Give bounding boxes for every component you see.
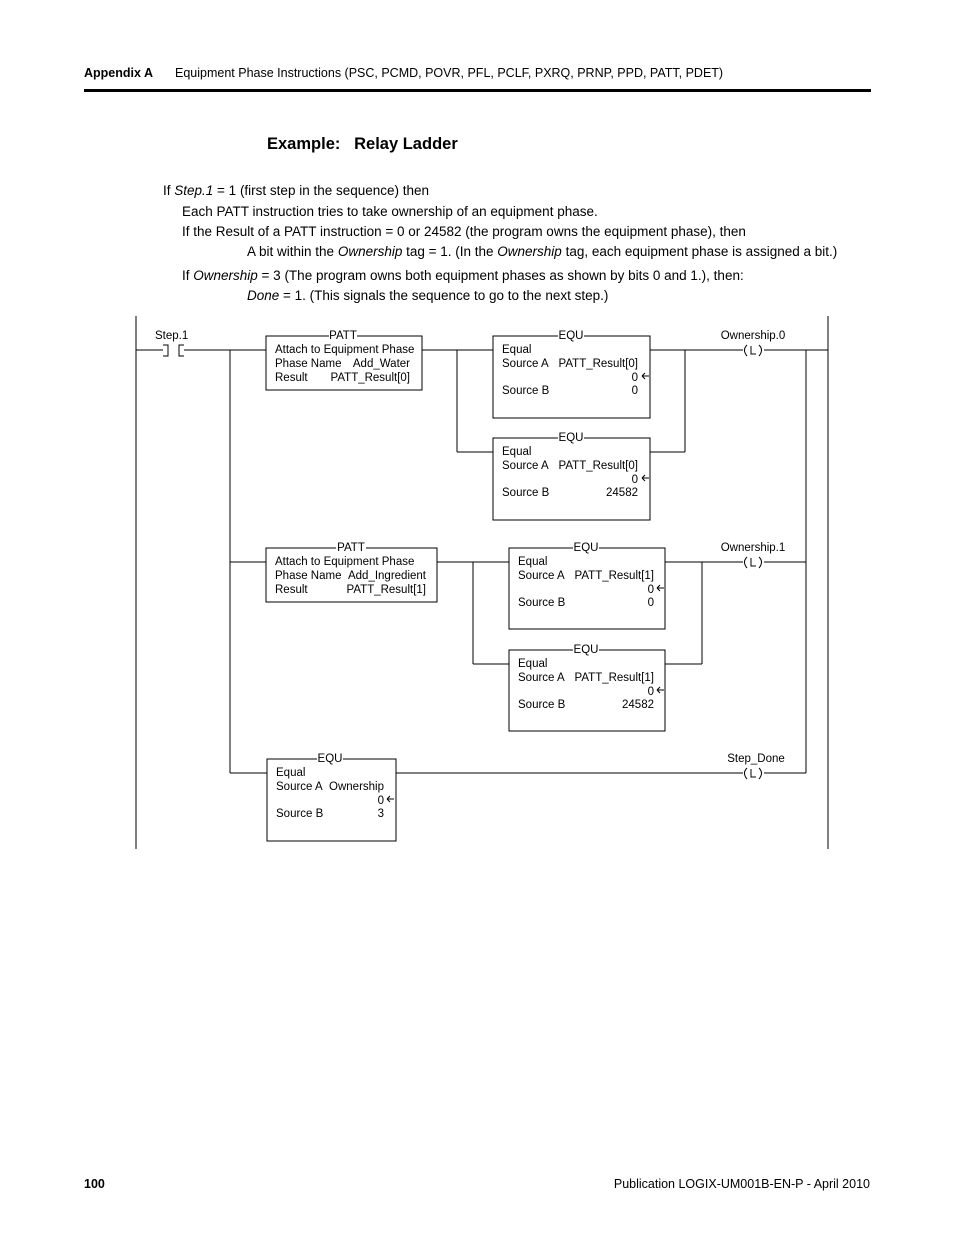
coil-ownership1: Ownership.1	[721, 542, 786, 569]
equ-srcA-label: Source A	[502, 460, 549, 472]
latch-l-icon	[750, 769, 756, 778]
patt-result-label: Result	[275, 584, 308, 596]
patt-result-value: PATT_Result[0]	[331, 372, 410, 384]
equ-desc: Equal	[518, 658, 547, 670]
value-arrow-icon	[641, 372, 649, 380]
equ-srcA-label: Source A	[518, 570, 565, 582]
coil-tag: Ownership.1	[721, 542, 786, 554]
equ-srcA-label: Source A	[276, 781, 323, 793]
coil-step-done: Step_Done	[727, 753, 785, 780]
value-arrow-icon	[656, 686, 664, 694]
value-arrow-icon	[641, 474, 649, 482]
patt-result-value: PATT_Result[1]	[347, 584, 426, 596]
equ-srcA-value: 0	[632, 372, 638, 384]
latch-l-icon	[750, 346, 756, 355]
description-line-2: Each PATT instruction tries to take owne…	[182, 204, 598, 219]
value-arrow-icon	[656, 584, 664, 592]
equ-srcB-value: 0	[632, 385, 638, 397]
equ-srcA-tag: PATT_Result[1]	[575, 672, 654, 684]
publication-info: Publication LOGIX-UM001B-EN-P - April 20…	[613, 1177, 870, 1191]
patt-desc: Attach to Equipment Phase	[275, 344, 414, 356]
equ-desc: Equal	[518, 556, 547, 568]
patt-block-2: PATT Attach to Equipment Phase Phase Nam…	[265, 542, 438, 603]
equ-desc: Equal	[502, 344, 531, 356]
equ-block-1: EQU Equal Source A PATT_Result[0] 0 Sour…	[492, 330, 651, 419]
description-line-3: If the Result of a PATT instruction = 0 …	[182, 224, 746, 239]
equ-srcA-tag: Ownership	[329, 781, 384, 793]
patt-phase-value: Add_Water	[353, 358, 410, 370]
patt-type: PATT	[329, 330, 357, 342]
equ-type: EQU	[574, 542, 599, 554]
equ-desc: Equal	[502, 446, 531, 458]
equ-srcA-label: Source A	[518, 672, 565, 684]
equ-srcA-tag: PATT_Result[1]	[575, 570, 654, 582]
equ-type: EQU	[559, 330, 584, 342]
equ-type: EQU	[559, 432, 584, 444]
equ-desc: Equal	[276, 767, 305, 779]
equ-srcB-value: 24582	[622, 699, 654, 711]
equ-srcB-value: 24582	[606, 487, 638, 499]
patt-block-1: PATT Attach to Equipment Phase Phase Nam…	[265, 330, 423, 391]
equ-srcA-tag: PATT_Result[0]	[559, 460, 638, 472]
equ-srcB-label: Source B	[518, 597, 566, 609]
patt-result-label: Result	[275, 372, 308, 384]
equ-srcA-value: 0	[378, 795, 384, 807]
equ-srcB-label: Source B	[502, 385, 550, 397]
equ-srcB-value: 3	[378, 808, 384, 820]
description-line-4: A bit within the Ownership tag = 1. (In …	[247, 244, 838, 259]
equ-srcB-value: 0	[648, 597, 654, 609]
equ-srcA-tag: PATT_Result[0]	[559, 358, 638, 370]
contact-tag: Step.1	[155, 330, 188, 342]
latch-l-icon	[750, 558, 756, 567]
equ-srcA-value: 0	[648, 584, 654, 596]
equ-block-5: EQU Equal Source A Ownership 0 Source B …	[266, 753, 397, 842]
equ-block-4: EQU Equal Source A PATT_Result[1] 0 Sour…	[508, 644, 666, 732]
coil-tag: Step_Done	[727, 753, 785, 765]
equ-srcA-value: 0	[648, 686, 654, 698]
description-line-6: Done = 1. (This signals the sequence to …	[247, 288, 609, 303]
equ-srcA-label: Source A	[502, 358, 549, 370]
patt-phase-value: Add_Ingredient	[348, 570, 427, 582]
header-appendix: Appendix A	[84, 66, 153, 80]
header-title: Equipment Phase Instructions (PSC, PCMD,…	[175, 66, 724, 80]
value-arrow-icon	[386, 795, 394, 803]
equ-srcB-label: Source B	[276, 808, 324, 820]
patt-phase-label: Phase Name	[275, 570, 341, 582]
equ-srcA-value: 0	[632, 474, 638, 486]
patt-desc: Attach to Equipment Phase	[275, 556, 414, 568]
equ-type: EQU	[318, 753, 343, 765]
equ-type: EQU	[574, 644, 599, 656]
page-number: 100	[84, 1177, 105, 1191]
example-title: Example: Relay Ladder	[267, 135, 458, 153]
ladder-wires	[135, 316, 829, 849]
equ-srcB-label: Source B	[502, 487, 550, 499]
step1-contact: Step.1	[155, 330, 188, 357]
description-line-1: If Step.1 = 1 (first step in the sequenc…	[163, 183, 430, 198]
equ-srcB-label: Source B	[518, 699, 566, 711]
coil-tag: Ownership.0	[721, 330, 786, 342]
coil-ownership0: Ownership.0	[721, 330, 786, 357]
header-rule	[84, 89, 871, 92]
equ-block-3: EQU Equal Source A PATT_Result[1] 0 Sour…	[508, 542, 666, 630]
patt-phase-label: Phase Name	[275, 358, 341, 370]
patt-type: PATT	[337, 542, 365, 554]
description-line-5: If Ownership = 3 (The program owns both …	[182, 268, 744, 283]
equ-block-2: EQU Equal Source A PATT_Result[0] 0 Sour…	[492, 432, 651, 521]
